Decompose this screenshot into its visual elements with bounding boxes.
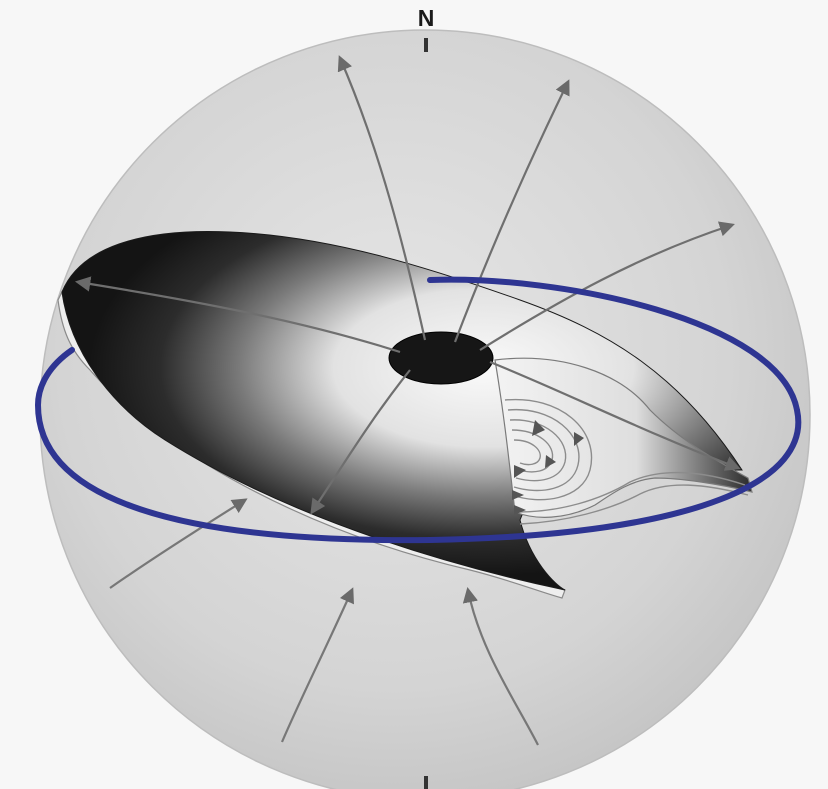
compass-north-label: N — [414, 4, 438, 32]
